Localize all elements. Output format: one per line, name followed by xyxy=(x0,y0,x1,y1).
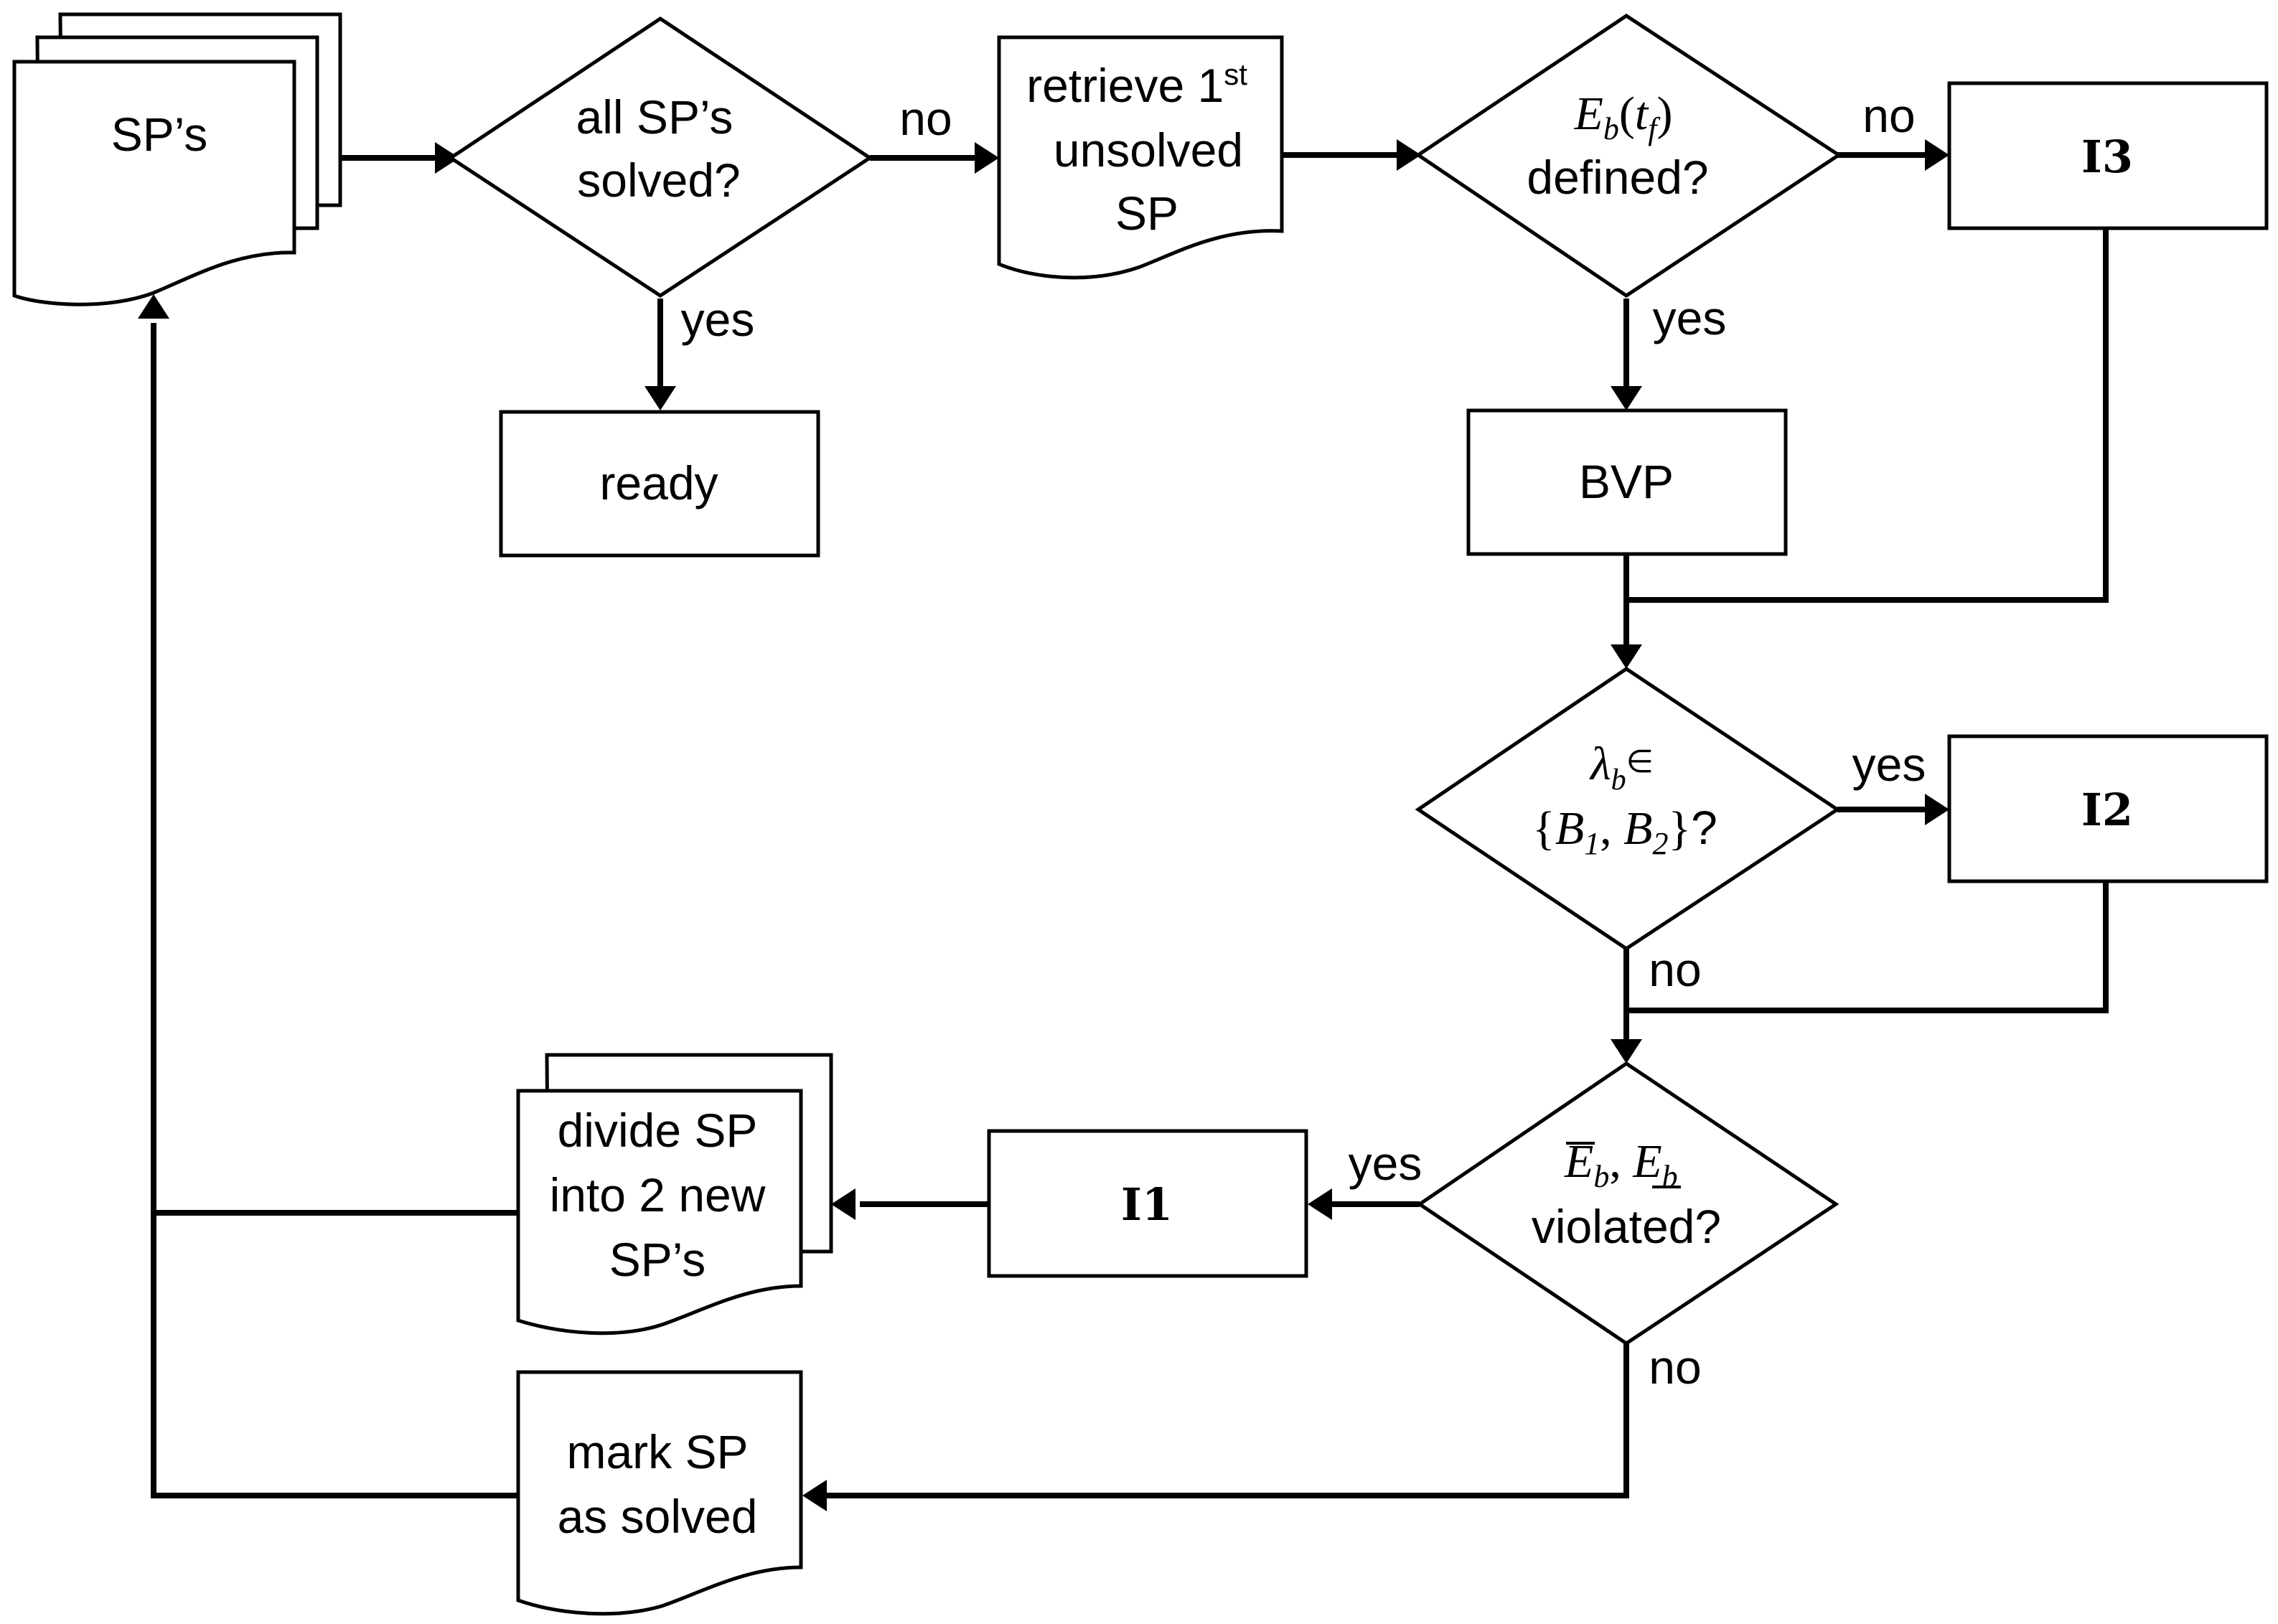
edge-i2-to-merge xyxy=(1626,883,2109,1013)
arrowhead-i3 xyxy=(1925,139,1949,171)
node-retrieve: retrieve 1st unsolved SP xyxy=(997,35,1284,280)
mark-line1: mark SP xyxy=(566,1425,748,1478)
set-close-brace: } xyxy=(1668,802,1691,855)
i2-label: I2 xyxy=(2081,784,2133,836)
set-comma: , xyxy=(1600,802,1623,855)
edge-i3-to-merge xyxy=(1626,228,2109,603)
arrowhead-retrieve xyxy=(975,142,999,174)
lambda-line2: {B1, B2}? xyxy=(1532,801,1717,861)
retrieve-line2: unsolved xyxy=(1054,123,1243,177)
sps-label: SP’s xyxy=(111,108,208,161)
arrowhead-bvp xyxy=(1611,386,1642,410)
arrowhead-ready xyxy=(645,386,676,410)
violated-line2: violated? xyxy=(1532,1200,1721,1253)
eb-defined-line2: defined? xyxy=(1527,151,1708,204)
violated-comma: , xyxy=(1609,1135,1633,1188)
mark-line2: as solved xyxy=(558,1490,758,1543)
node-violated: Eb, Eb violated? xyxy=(1416,1061,1839,1346)
node-ready: ready xyxy=(499,410,820,558)
retrieve-line3: SP xyxy=(1115,187,1178,240)
divide-line3: SP’s xyxy=(609,1233,706,1286)
node-all-solved: all SP’s solved? xyxy=(447,16,873,298)
retrieve-line1: retrieve 1st xyxy=(1026,57,1247,112)
node-sps: SP’s xyxy=(12,12,342,306)
arrowhead-i2 xyxy=(1925,794,1949,825)
label-all-solved-yes: yes xyxy=(681,293,755,346)
ready-label: ready xyxy=(599,456,718,510)
b2-letter: B xyxy=(1623,802,1652,855)
e-lower-sub-b: b xyxy=(1662,1159,1678,1194)
i1-label: I1 xyxy=(1121,1178,1173,1231)
arrowhead-i1 xyxy=(1308,1188,1332,1220)
set-open-brace: { xyxy=(1532,802,1555,855)
lambda-sub-b: b xyxy=(1611,764,1626,797)
label-eb-yes: yes xyxy=(1653,291,1727,344)
label-violated-no: no xyxy=(1649,1341,1701,1394)
node-i3: I3 xyxy=(1947,81,2269,230)
e-lower-bound: E xyxy=(1632,1135,1661,1188)
e-upper-bound: E xyxy=(1564,1135,1593,1188)
label-violated-yes: yes xyxy=(1349,1137,1422,1190)
all-solved-line2: solved? xyxy=(577,154,741,207)
b2-sub: 2 xyxy=(1652,826,1668,861)
arrowhead-divide xyxy=(831,1188,856,1220)
violated-formula: Eb, Eb xyxy=(1564,1135,1678,1194)
label-lambda-no: no xyxy=(1649,943,1701,996)
divide-line1: divide SP xyxy=(558,1104,758,1157)
node-divide: divide SP into 2 new SP’s xyxy=(516,1053,833,1336)
node-i2: I2 xyxy=(1947,734,2269,883)
b1-letter: B xyxy=(1555,802,1584,855)
lambda-symbol: λ xyxy=(1589,738,1611,790)
arrowhead-lambda xyxy=(1611,644,1642,669)
arrowhead-eb-defined xyxy=(1397,139,1421,171)
lambda-line1: λb∈ xyxy=(1589,738,1654,797)
node-mark: mark SP as solved xyxy=(516,1370,803,1616)
arrowhead-all-solved xyxy=(435,142,459,174)
arrowhead-violated xyxy=(1611,1039,1642,1064)
node-i1: I1 xyxy=(987,1129,1308,1278)
eb-defined-formula: Eb(tf) xyxy=(1574,88,1673,146)
element-of-symbol: ∈ xyxy=(1626,744,1654,779)
edge-violated-to-mark xyxy=(817,1343,1629,1498)
b1-sub: 1 xyxy=(1584,826,1600,861)
eb-e: E xyxy=(1574,88,1603,140)
eb-sub-b: b xyxy=(1603,111,1619,146)
edge-mark-to-sps xyxy=(151,323,518,1498)
arrowheads xyxy=(138,139,1949,1511)
all-solved-line1: all SP’s xyxy=(576,90,733,144)
node-lambda: λb∈ {B1, B2}? xyxy=(1415,666,1841,952)
eb-close-paren: ) xyxy=(1656,88,1672,140)
e-upper-sub-b: b xyxy=(1593,1159,1609,1194)
bvp-label: BVP xyxy=(1579,455,1674,508)
arrowhead-sps xyxy=(138,294,169,319)
retrieve-line1-sup: st xyxy=(1224,57,1247,91)
node-bvp: BVP xyxy=(1466,408,1788,556)
lambda-question-mark: ? xyxy=(1691,801,1717,854)
eb-t: t xyxy=(1635,88,1649,140)
edge-labels: no yes no yes yes no yes no xyxy=(681,89,1926,1394)
divide-line2: into 2 new xyxy=(550,1168,766,1221)
retrieve-line1-main: retrieve 1 xyxy=(1026,59,1224,112)
label-eb-no: no xyxy=(1862,89,1915,142)
connectors xyxy=(151,152,2109,1498)
label-lambda-yes: yes xyxy=(1852,738,1926,791)
arrowhead-mark xyxy=(802,1480,827,1511)
eb-open-paren: ( xyxy=(1619,88,1635,140)
label-all-solved-no: no xyxy=(899,92,952,145)
node-eb-defined: Eb(tf) defined? xyxy=(1415,14,1842,299)
i3-label: I3 xyxy=(2081,131,2133,183)
